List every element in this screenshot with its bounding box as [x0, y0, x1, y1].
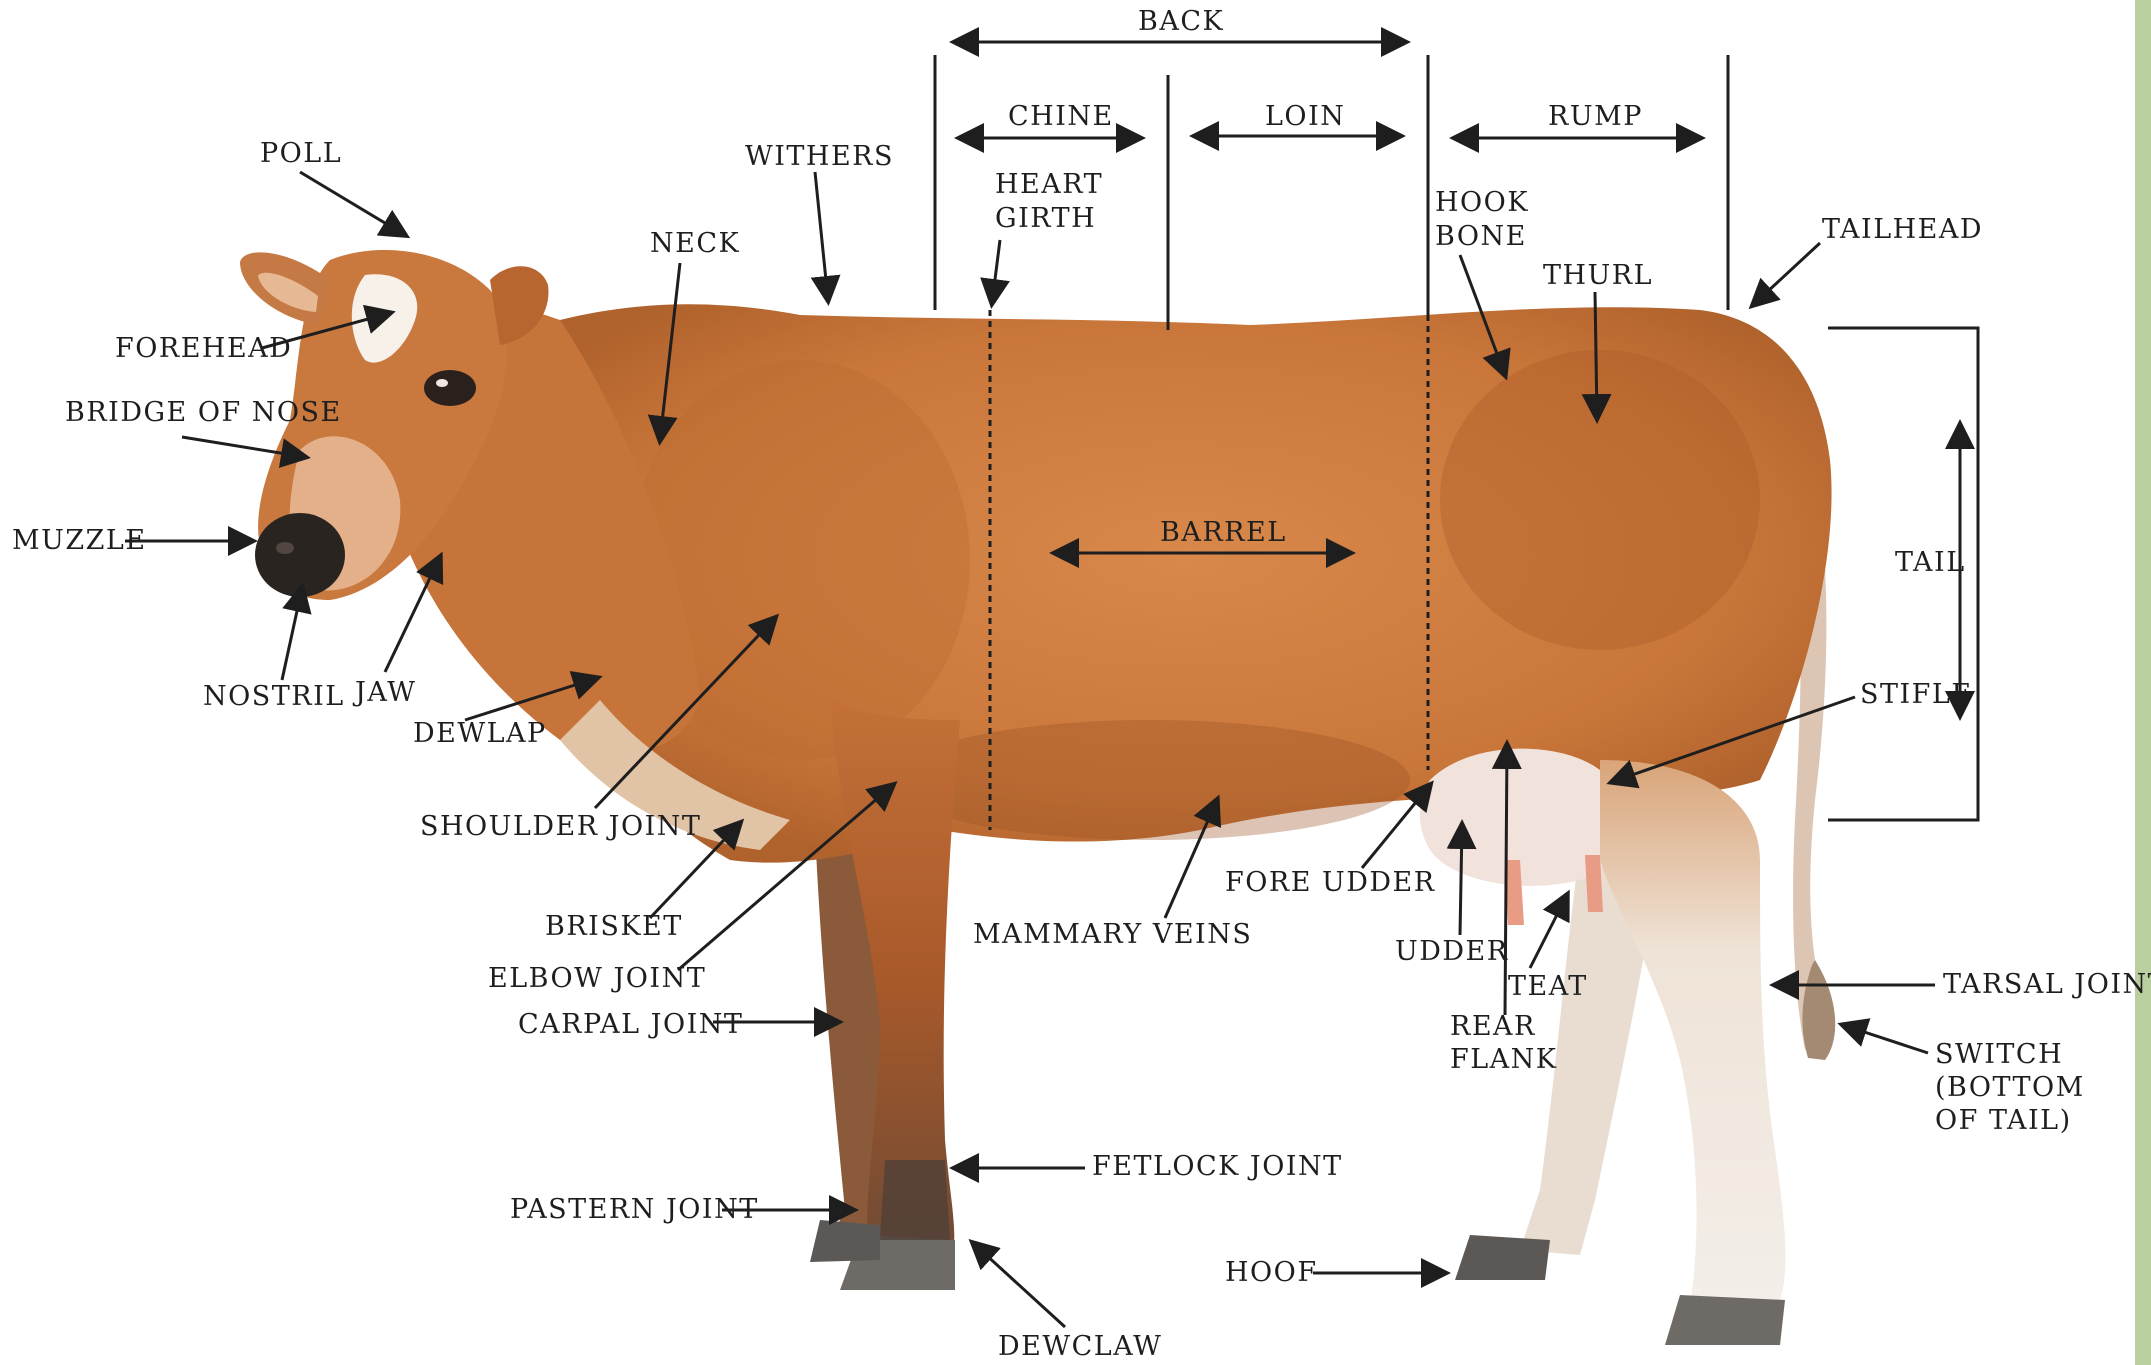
label-fetlock-joint: FETLOCK JOINT: [1092, 1150, 1343, 1183]
label-rear-flank-line1: REAR: [1450, 1010, 1536, 1043]
label-dewlap: DEWLAP: [413, 717, 547, 750]
label-teat: TEAT: [1508, 970, 1588, 1003]
heart-girth-arrow: [992, 240, 1000, 303]
front-leg-sock: [880, 1160, 950, 1240]
label-rump: RUMP: [1548, 100, 1643, 133]
withers-arrow: [815, 172, 828, 300]
label-elbow-joint: ELBOW JOINT: [488, 962, 706, 995]
eye-highlight: [436, 379, 448, 387]
eye: [424, 370, 476, 406]
label-switch-line2: (BOTTOM: [1935, 1071, 2085, 1104]
label-mammary-veins: MAMMARY VEINS: [973, 918, 1252, 951]
hind-hoof-far: [1455, 1235, 1550, 1280]
label-tarsal-joint: TARSAL JOINT: [1943, 968, 2151, 1001]
label-udder: UDDER: [1395, 935, 1509, 968]
thurl-arrow: [1595, 292, 1597, 418]
label-fore-udder: FORE UDDER: [1225, 866, 1436, 899]
label-thurl: THURL: [1543, 259, 1653, 292]
label-poll: POLL: [260, 137, 342, 170]
label-carpal-joint: CARPAL JOINT: [518, 1008, 743, 1041]
right-edge-strip: [2135, 0, 2151, 1365]
teat-arrow: [1530, 895, 1567, 968]
muzzle: [255, 513, 345, 597]
label-rear-flank-line2: FLANK: [1450, 1043, 1557, 1076]
label-shoulder-joint: SHOULDER JOINT: [420, 810, 701, 843]
label-hook-bone-line2: BONE: [1435, 220, 1527, 253]
label-brisket: BRISKET: [545, 910, 683, 943]
label-dewclaw: DEWCLAW: [998, 1330, 1162, 1363]
label-heart-girth-line2: GIRTH: [995, 202, 1096, 235]
label-jaw: JAW: [355, 676, 416, 709]
switch-arrow: [1843, 1025, 1928, 1053]
udder-arrow: [1460, 825, 1462, 935]
hip-shading: [1440, 350, 1760, 650]
label-hoof: HOOF: [1225, 1256, 1318, 1289]
label-bridge-of-nose: BRIDGE OF NOSE: [65, 396, 342, 429]
poll-arrow: [300, 172, 405, 235]
label-loin: LOIN: [1265, 100, 1345, 133]
nostril: [276, 542, 294, 554]
label-nostril: NOSTRIL: [203, 680, 345, 713]
label-switch-line3: OF TAIL): [1935, 1104, 2072, 1137]
rear-flank-arrow: [1505, 745, 1507, 1015]
label-switch-line1: SWITCH: [1935, 1038, 2063, 1071]
hind-hoof-near: [1665, 1295, 1785, 1345]
tailhead-arrow: [1753, 243, 1820, 305]
label-withers: WITHERS: [745, 140, 894, 173]
jaw-arrow: [385, 557, 440, 672]
label-chine: CHINE: [1008, 100, 1114, 133]
label-barrel: BARREL: [1160, 516, 1287, 549]
label-neck: NECK: [650, 227, 740, 260]
label-hook-bone-line1: HOOK: [1435, 186, 1529, 219]
label-pastern-joint: PASTERN JOINT: [510, 1193, 759, 1226]
label-muzzle: MUZZLE: [12, 524, 147, 557]
front-hoof-far: [810, 1220, 880, 1262]
label-heart-girth-line1: HEART: [995, 168, 1103, 201]
label-forehead: FOREHEAD: [115, 332, 292, 365]
label-stifle: STIFLE: [1860, 678, 1973, 711]
belly-shading: [890, 720, 1410, 840]
nostril-arrow: [282, 588, 302, 680]
dewclaw-arrow: [973, 1243, 1065, 1327]
label-tail: TAIL: [1895, 546, 1966, 579]
label-tailhead: TAILHEAD: [1822, 213, 1983, 246]
teat-rear: [1585, 855, 1603, 912]
label-back: BACK: [1138, 5, 1224, 38]
